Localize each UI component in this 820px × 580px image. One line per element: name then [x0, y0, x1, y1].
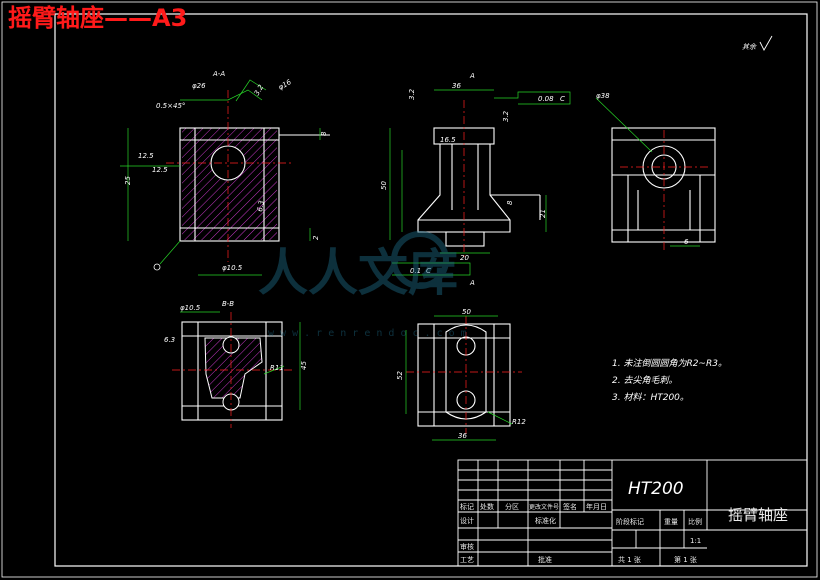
dim-front-parallel-value: 0.1: [410, 267, 421, 275]
tb-mark: 标记: [460, 502, 474, 511]
title-block-part-name: 摇臂轴座: [728, 506, 788, 524]
tb-weight: 重量: [664, 518, 678, 526]
dim-front-rough-right: 3.2: [502, 110, 510, 122]
tb-review: 审核: [460, 542, 474, 551]
dim-a-rough-left2: 12.5: [152, 166, 168, 174]
svg-text:其余: 其余: [742, 43, 757, 51]
tb-std: 标准化: [535, 516, 556, 525]
dim-a-rough-top: 3.2: [253, 83, 266, 97]
tb-scale: 比例: [688, 517, 702, 526]
page-title: 摇臂轴座——A3: [8, 4, 188, 32]
tb-scale-value: 1:1: [690, 537, 701, 545]
dim-front-tol-value: 0.08: [538, 95, 554, 103]
dim-b-fillet: R11: [270, 364, 284, 372]
dim-front-wing: 8: [506, 200, 514, 205]
note-3: 3. 材料：HT200。: [612, 392, 689, 403]
tb-zone: 分区: [505, 502, 519, 511]
dim-front-parallel-datum: C: [426, 267, 431, 275]
section-view-b-b: B-B φ10.5 45 6.3 R11: [164, 300, 308, 428]
note-1: 1. 未注倒圆圆角为R2~R3。: [612, 358, 727, 369]
dim-a-bore-dia: φ16: [277, 78, 293, 92]
tb-sign: 签名: [563, 502, 577, 511]
dim-a-top-step: 8: [320, 131, 328, 136]
dim-side-offset: 6: [684, 238, 689, 246]
watermark-text: 人人文库: [258, 244, 458, 302]
title-block: HT200 摇臂轴座 标记 处数 分区 更改文件号 签名 年月日 设计 标准化 …: [457, 459, 808, 567]
dim-bottom-height: 52: [396, 371, 404, 380]
dim-a-chamfer: 0.5×45°: [156, 102, 185, 110]
dim-front-height: 50: [380, 181, 388, 190]
tb-sheets-total: 共 1 张: [618, 555, 641, 564]
general-roughness-mark: 其余: [742, 35, 773, 51]
dim-bottom-base: 36: [458, 432, 467, 440]
dim-a-base-step: 2: [312, 235, 320, 240]
section-view-a-a: A-A 0.5×45° φ26: [120, 70, 330, 276]
section-a-a-hatch: [182, 128, 277, 240]
watermark-url: w w w . r e n r e n d o c . c o m: [268, 328, 467, 339]
watermark: 人人文库 w w w . r e n r e n d o c . c o m: [258, 231, 467, 339]
front-view: A A 3.2 36 0.08 C 3.2 16.5 50 20 8 21 0.…: [380, 72, 571, 287]
tb-process: 工艺: [460, 556, 474, 564]
dim-bottom-fillet: R12: [512, 418, 526, 426]
technical-notes: 1. 未注倒圆圆角为R2~R3。 2. 去尖角毛刺。 3. 材料：HT200。: [612, 358, 727, 403]
side-view: φ38 6: [595, 92, 716, 250]
tb-docno: 更改文件号: [529, 503, 559, 511]
dim-a-rough-left1: 12.5: [138, 152, 154, 160]
section-b-b-label: B-B: [222, 300, 234, 308]
tb-sheet-no: 第 1 张: [674, 555, 697, 564]
view-arrow-a-top: A: [469, 72, 475, 80]
dim-front-base-height: 21: [539, 209, 547, 218]
dim-front-top-width: 36: [452, 82, 461, 90]
dim-bottom-width: 50: [462, 308, 471, 316]
section-a-a-label: A-A: [212, 70, 225, 78]
dim-a-hole-dia: φ10.5: [222, 264, 243, 272]
dim-a-height: 25: [124, 176, 132, 185]
dim-front-tol-datum: C: [560, 95, 565, 103]
tb-stage: 阶段标记: [616, 517, 644, 526]
dim-a-rough-inner: 6.3: [256, 200, 266, 212]
dim-front-foot-width: 20: [460, 254, 469, 262]
dim-b-hole-dia: φ10.5: [180, 304, 201, 312]
dim-front-rough-left: 3.2: [408, 88, 416, 100]
note-2: 2. 去尖角毛刺。: [612, 375, 677, 386]
dim-b-rough: 6.3: [164, 336, 175, 344]
dim-front-step: 16.5: [440, 136, 456, 144]
tb-count: 处数: [480, 502, 494, 511]
dim-side-boss-dia: φ38: [596, 92, 610, 100]
dim-a-top-dia: φ26: [192, 82, 206, 90]
view-arrow-a-bottom: A: [469, 279, 475, 287]
section-b-b-hatch: [204, 337, 263, 399]
dim-b-height: 45: [300, 361, 308, 370]
title-block-material: HT200: [628, 479, 684, 499]
tb-design: 设计: [460, 516, 474, 525]
tb-approve: 批准: [538, 555, 552, 564]
tb-date: 年月日: [586, 502, 607, 511]
bottom-view: 50 52 R12 36: [396, 308, 526, 441]
